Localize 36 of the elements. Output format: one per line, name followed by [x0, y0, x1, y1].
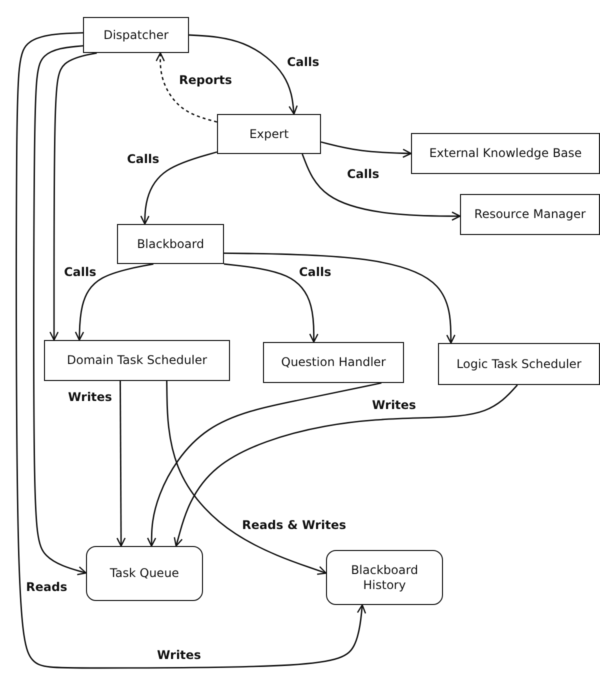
process-box: Resource Manager — [460, 194, 600, 235]
edge-label: Calls — [62, 265, 98, 279]
process-box: External Knowledge Base — [411, 133, 600, 174]
edge-label: Calls — [125, 152, 162, 166]
edge-label: Calls — [297, 265, 334, 279]
edge-label: Writes — [370, 398, 418, 412]
process-box: Blackboard — [117, 224, 224, 264]
store-box: Blackboard History — [326, 550, 443, 605]
edge-label: Reports — [177, 73, 234, 87]
process-box: Expert — [217, 114, 321, 154]
arrow — [224, 263, 318, 343]
arrow — [146, 382, 382, 547]
edge-label: Reads & Writes — [240, 518, 348, 532]
arrow — [174, 384, 518, 547]
edge-label: Writes — [66, 390, 114, 404]
edge-label: Reads — [24, 580, 70, 594]
process-box: Logic Task Scheduler — [438, 343, 600, 385]
arrow — [74, 263, 154, 341]
arrow — [166, 381, 327, 575]
arrow — [140, 151, 218, 225]
arrow — [116, 381, 126, 547]
arrow — [49, 52, 97, 341]
arrow — [16, 32, 366, 669]
dashed-arrow — [156, 52, 218, 123]
arrow — [224, 252, 456, 344]
edge-label: Calls — [345, 167, 382, 181]
process-box: Question Handler — [263, 342, 404, 383]
edge-label: Writes — [155, 648, 204, 662]
edge-label: Calls — [285, 55, 322, 69]
process-box: Dispatcher — [83, 17, 189, 53]
store-box: Task Queue — [86, 546, 203, 601]
process-box: Domain Task Scheduler — [44, 340, 230, 381]
arrow — [33, 45, 87, 576]
arrow — [188, 34, 298, 115]
arrow — [302, 154, 461, 221]
arrow — [320, 141, 412, 158]
